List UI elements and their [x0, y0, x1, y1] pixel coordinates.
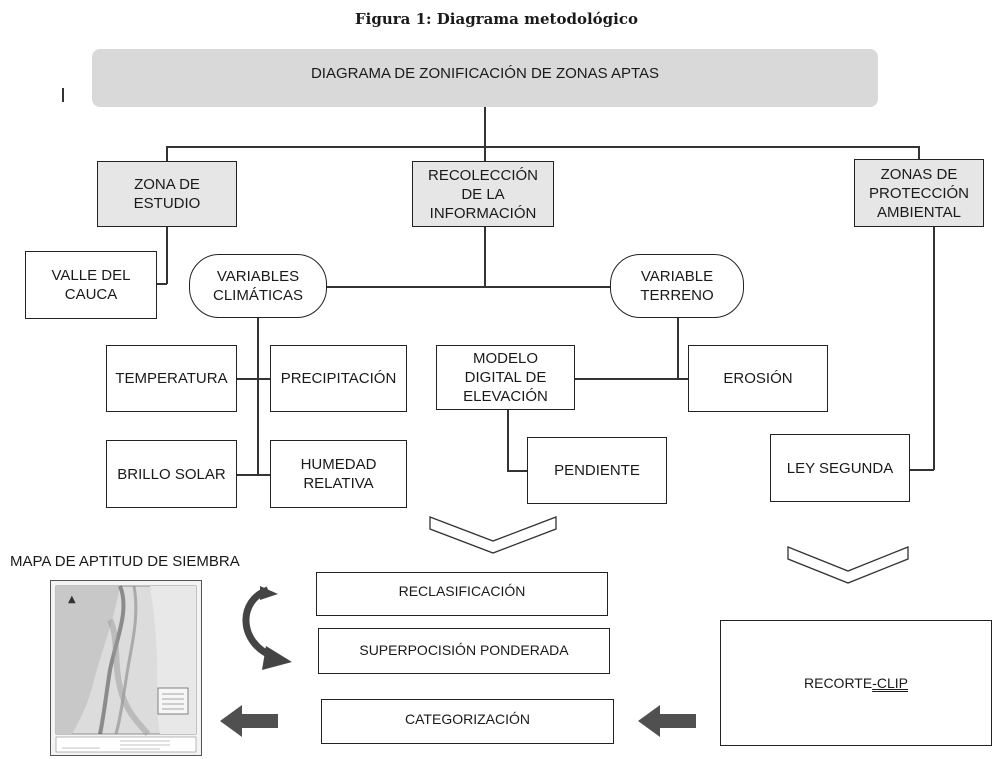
connector: [918, 146, 920, 160]
connector: [326, 286, 611, 288]
arrow-left-icon: [638, 705, 696, 737]
chevron-down-icon: [429, 516, 557, 554]
zona-de-estudio-box: ZONA DE ESTUDIO: [97, 161, 237, 227]
connector: [236, 474, 271, 476]
connector: [156, 283, 167, 285]
connector: [484, 146, 486, 162]
connector: [484, 107, 486, 147]
connector: [484, 226, 486, 287]
pendiente-box: PENDIENTE: [527, 437, 667, 504]
valle-del-cauca-box: VALLE DEL CAUCA: [25, 251, 157, 319]
connector: [166, 146, 168, 162]
connector: [507, 470, 528, 472]
stray-mark: [62, 88, 64, 102]
curved-arrow-icon: [242, 586, 292, 670]
clip-label: CLIP: [876, 674, 908, 691]
modelo-digital-elevacion-box: MODELO DIGITAL DE ELEVACIÓN: [436, 345, 575, 410]
precipitacion-box: PRECIPITACIÓN: [270, 345, 407, 412]
aptitude-map-image: ▲: [50, 580, 202, 756]
diagram-header: DIAGRAMA DE ZONIFICACIÓN DE ZONAS APTAS: [92, 49, 878, 107]
variables-climaticas-node: VARIABLES CLIMÁTICAS: [189, 254, 327, 318]
connector: [507, 410, 509, 471]
reclasificacion-box: RECLASIFICACIÓN: [316, 572, 608, 616]
connector: [166, 227, 168, 284]
recoleccion-informacion-box: RECOLECCIÓN DE LA INFORMACIÓN: [412, 161, 554, 227]
recorte-clip-box: RECORTE - CLIP: [720, 620, 992, 746]
ley-segunda-box: LEY SEGUNDA: [770, 434, 910, 502]
connector: [933, 227, 935, 470]
connector: [257, 318, 259, 475]
svg-text:▲: ▲: [68, 594, 76, 605]
chevron-down-icon: [787, 546, 909, 584]
brillo-solar-box: BRILLO SOLAR: [106, 440, 237, 508]
temperatura-box: TEMPERATURA: [106, 345, 237, 412]
recorte-label: RECORTE: [804, 674, 873, 691]
connector: [574, 378, 689, 380]
categorizacion-box: CATEGORIZACIÓN: [321, 699, 614, 744]
figure-title: Figura 1: Diagrama metodológico: [354, 10, 638, 28]
superposicion-ponderada-box: SUPERPOCISIÓN PONDERADA: [318, 628, 610, 674]
erosion-box: EROSIÓN: [688, 345, 828, 412]
variable-terreno-node: VARIABLE TERRENO: [610, 254, 744, 318]
connector: [910, 469, 934, 471]
map-label: MAPA DE APTITUD DE SIEMBRA: [10, 553, 240, 570]
recorte-dash: -: [872, 674, 877, 691]
connector: [677, 318, 679, 378]
arrow-left-icon: [220, 705, 278, 737]
humedad-relativa-box: HUMEDAD RELATIVA: [270, 440, 407, 508]
connector: [236, 378, 271, 380]
connector: [166, 146, 919, 148]
zonas-proteccion-ambiental-box: ZONAS DE PROTECCIÓN AMBIENTAL: [854, 159, 984, 227]
